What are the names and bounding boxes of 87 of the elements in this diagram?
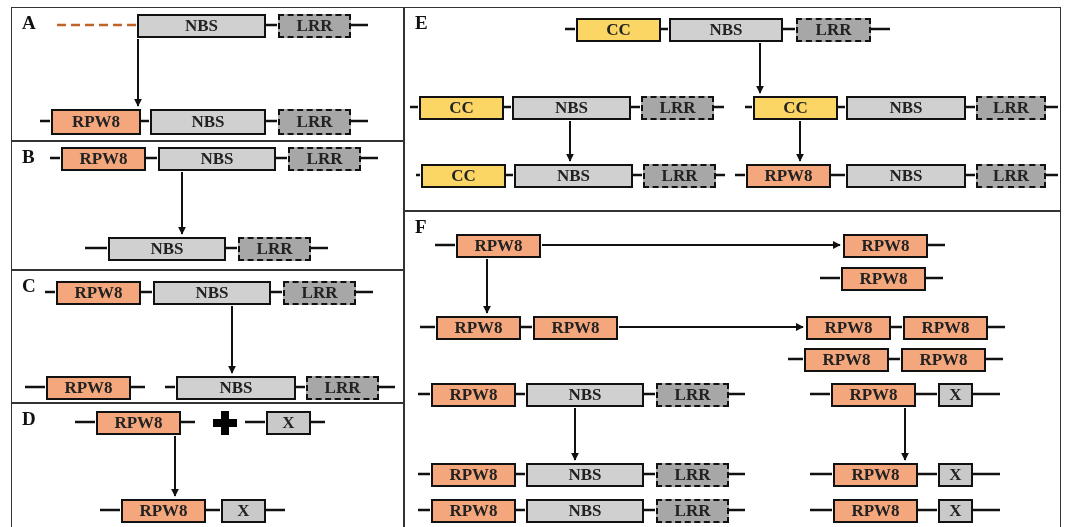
panel-label: F [415, 216, 427, 238]
protein-domain: RPW8 [804, 348, 889, 372]
arrow [541, 241, 841, 249]
protein-domain: RPW8 [61, 147, 146, 171]
figure-panel [11, 403, 404, 527]
protein-domain: LRR [278, 109, 351, 135]
protein-domain: RPW8 [56, 281, 141, 305]
protein-domain: LRR [656, 383, 729, 407]
protein-domain: NBS [512, 96, 631, 120]
protein-domain: CC [421, 164, 506, 188]
protein-domain: LRR [976, 96, 1046, 120]
arrow [134, 38, 142, 107]
protein-domain: CC [419, 96, 504, 120]
protein-domain: RPW8 [833, 499, 918, 523]
protein-domain: LRR [306, 376, 379, 400]
gene-linker-line [57, 23, 136, 27]
protein-domain: LRR [796, 18, 871, 42]
protein-domain: NBS [158, 147, 276, 171]
panel-label: C [22, 275, 36, 297]
protein-domain: LRR [643, 164, 716, 188]
protein-domain: NBS [150, 109, 266, 135]
protein-domain: LRR [976, 164, 1046, 188]
protein-domain: LRR [288, 147, 361, 171]
protein-domain: RPW8 [96, 411, 181, 435]
protein-domain: RPW8 [436, 316, 521, 340]
protein-domain: RPW8 [431, 463, 516, 487]
protein-domain: X [266, 411, 311, 435]
protein-domain: RPW8 [831, 383, 916, 407]
figure-panel [11, 141, 404, 270]
arrow [901, 407, 909, 461]
protein-domain: RPW8 [806, 316, 891, 340]
protein-domain: RPW8 [431, 499, 516, 523]
figure-panel [404, 211, 1061, 527]
protein-domain: RPW8 [903, 316, 988, 340]
protein-domain: NBS [669, 18, 783, 42]
protein-domain: NBS [108, 237, 226, 261]
protein-domain: NBS [153, 281, 271, 305]
protein-domain: RPW8 [46, 376, 131, 400]
arrow [796, 120, 804, 162]
protein-domain: RPW8 [833, 463, 918, 487]
protein-domain: CC [576, 18, 661, 42]
protein-domain: NBS [526, 499, 644, 523]
panel-label: E [415, 12, 428, 34]
figure-panel [11, 270, 404, 403]
protein-domain: LRR [278, 14, 351, 38]
panel-label: A [22, 12, 36, 34]
arrow [756, 42, 764, 94]
arrow [228, 305, 236, 374]
protein-domain: RPW8 [431, 383, 516, 407]
protein-domain: NBS [526, 463, 644, 487]
protein-domain: NBS [846, 96, 966, 120]
protein-domain: RPW8 [121, 499, 206, 523]
arrow [571, 407, 579, 461]
protein-domain: LRR [656, 463, 729, 487]
arrow [171, 435, 179, 497]
protein-domain: NBS [526, 383, 644, 407]
protein-domain: RPW8 [533, 316, 618, 340]
panel-label: D [22, 408, 36, 430]
protein-domain: NBS [176, 376, 296, 400]
protein-domain: RPW8 [51, 109, 141, 135]
protein-domain: X [938, 463, 973, 487]
arrow [618, 323, 804, 331]
protein-domain: RPW8 [841, 267, 926, 291]
figure-panel [404, 7, 1061, 211]
panel-label: B [22, 146, 35, 168]
arrow [178, 171, 186, 235]
arrow [566, 120, 574, 162]
protein-domain: LRR [656, 499, 729, 523]
protein-domain: RPW8 [901, 348, 986, 372]
protein-domain: X [938, 383, 973, 407]
protein-domain: LRR [238, 237, 311, 261]
protein-domain: RPW8 [456, 234, 541, 258]
protein-domain: RPW8 [746, 164, 831, 188]
protein-domain: X [938, 499, 973, 523]
gene-linker-line [917, 508, 937, 512]
gene-linker-line [917, 472, 937, 476]
figure-panel [11, 7, 404, 141]
gene-linker-line [915, 392, 937, 396]
protein-domain: NBS [846, 164, 966, 188]
protein-domain: X [221, 499, 266, 523]
arrow [483, 258, 491, 314]
protein-domain: LRR [641, 96, 714, 120]
protein-domain: RPW8 [843, 234, 928, 258]
protein-domain: NBS [137, 14, 266, 38]
protein-domain: LRR [283, 281, 356, 305]
protein-domain: CC [753, 96, 838, 120]
protein-domain: NBS [514, 164, 633, 188]
